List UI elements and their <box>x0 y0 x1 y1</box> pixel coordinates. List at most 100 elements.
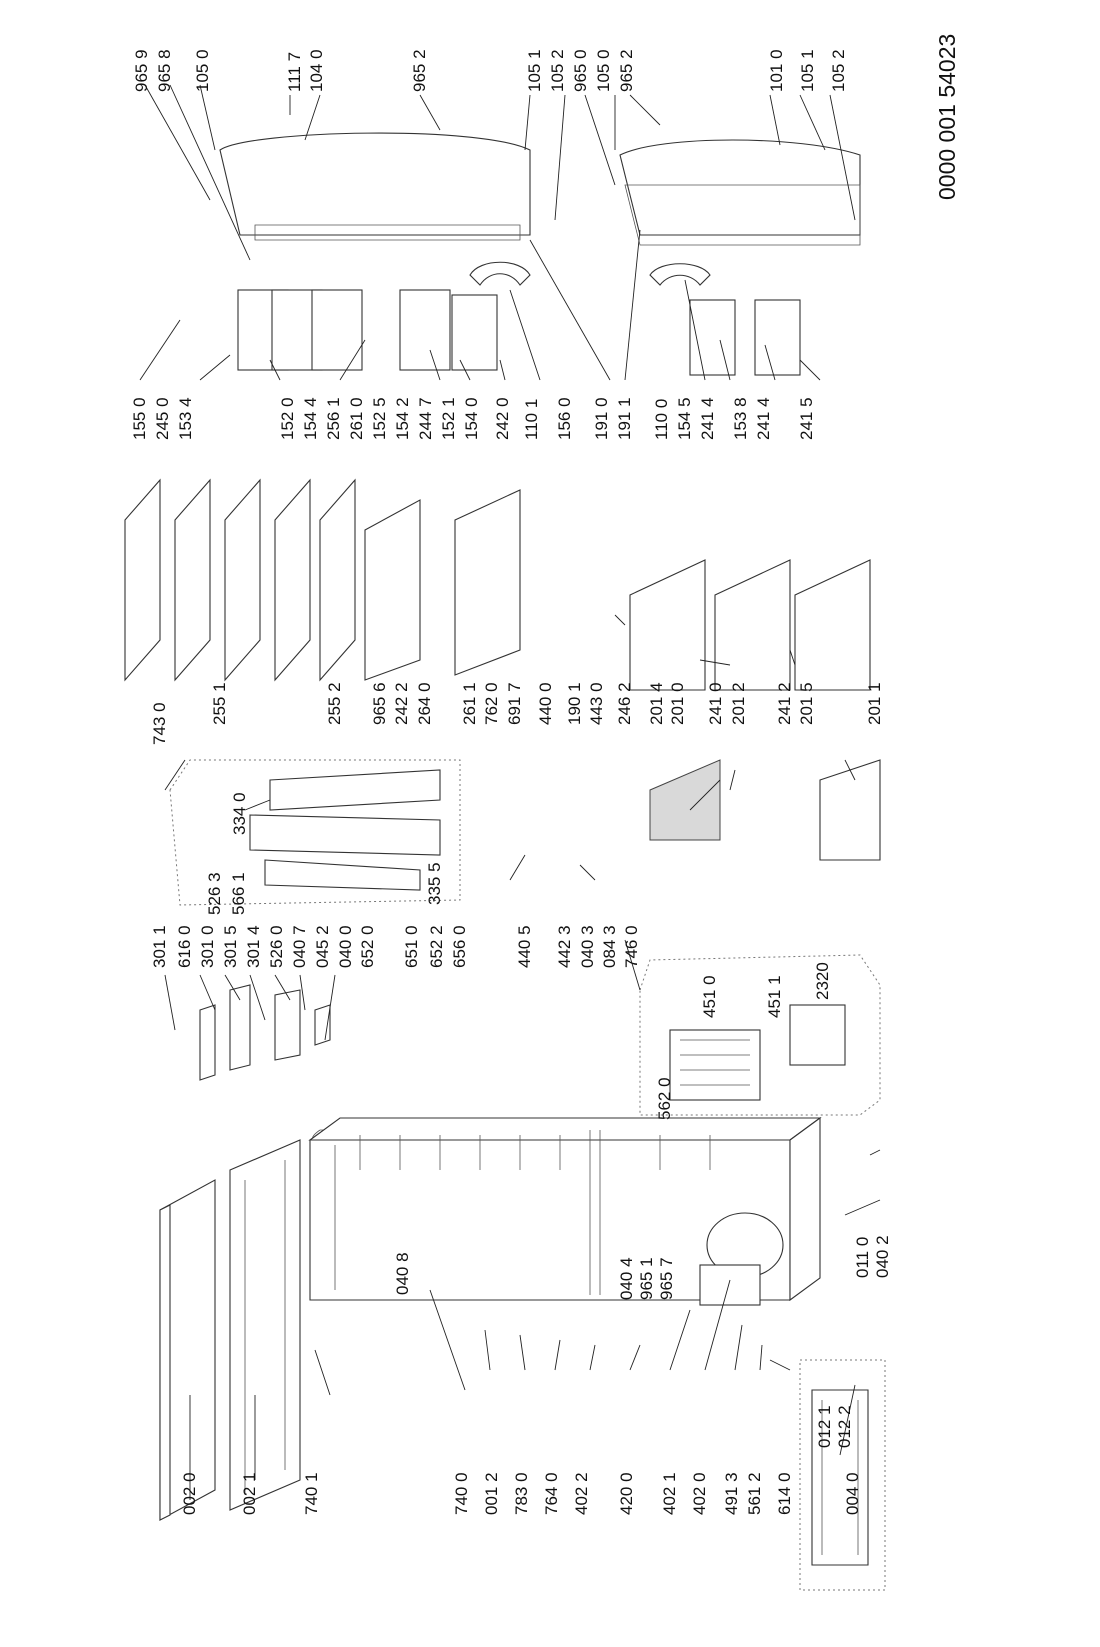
label-451-0: 451 0 <box>700 975 719 1018</box>
label-402-2: 402 2 <box>572 1472 591 1515</box>
label-002-1: 002 1 <box>240 1472 259 1515</box>
label-746-0: 746 0 <box>622 925 641 968</box>
top-cover-inner-part <box>229 1139 301 1511</box>
label-110-0: 110 0 <box>652 399 671 440</box>
label-965-0: 965 0 <box>571 49 590 92</box>
label-154-0: 154 0 <box>462 397 481 440</box>
label-201-1: 201 1 <box>865 682 884 725</box>
label-154-4: 154 4 <box>301 397 320 440</box>
label-965-7: 965 7 <box>657 1257 676 1300</box>
label-152-0: 152 0 <box>278 397 297 440</box>
label-561-2: 561 2 <box>745 1472 764 1515</box>
fridge-door-part <box>219 132 531 241</box>
label-154-2: 154 2 <box>393 397 412 440</box>
label-965-2: 965 2 <box>410 49 429 92</box>
label-451-1: 451 1 <box>765 975 784 1018</box>
label-246-2: 246 2 <box>615 682 634 725</box>
label-040-8: 040 8 <box>393 1252 412 1295</box>
label-614-0: 614 0 <box>775 1472 794 1515</box>
label-743-0: 743 0 <box>150 702 169 745</box>
label-562-0: 562 0 <box>655 1077 674 1120</box>
label-152-1: 152 1 <box>439 397 458 440</box>
label-241-2: 241 2 <box>775 682 794 725</box>
glass-shelves-part <box>124 478 356 682</box>
label-526-3: 526 3 <box>205 872 224 915</box>
part-labels: 002 0 002 1 740 1 740 0 001 2 783 0 764 … <box>130 34 960 1515</box>
control-panel-part <box>199 984 331 1081</box>
label-762-0: 762 0 <box>482 682 501 725</box>
label-652-0: 652 0 <box>358 925 377 968</box>
label-104-0: 104 0 <box>307 49 326 92</box>
label-691-7: 691 7 <box>505 682 524 725</box>
label-256-1: 256 1 <box>324 397 343 440</box>
label-084-3: 084 3 <box>600 925 619 968</box>
label-420-0: 420 0 <box>617 1472 636 1515</box>
label-201-0: 201 0 <box>668 682 687 725</box>
label-783-0: 783 0 <box>512 1472 531 1515</box>
cabinet-body-part <box>308 1116 822 1302</box>
label-001-2: 001 2 <box>482 1472 501 1515</box>
label-040-0: 040 0 <box>336 925 355 968</box>
label-002-0: 002 0 <box>180 1472 199 1515</box>
label-241-4: 241 4 <box>698 397 717 440</box>
label-004-0: 004 0 <box>843 1472 862 1515</box>
label-2320: 2320 <box>813 962 832 1000</box>
compressor-part <box>699 1212 784 1306</box>
label-244-7: 244 7 <box>416 397 435 440</box>
label-241-5: 241 5 <box>797 397 816 440</box>
label-491-3: 491 3 <box>722 1472 741 1515</box>
label-261-0: 261 0 <box>347 397 366 440</box>
label-440-5: 440 5 <box>515 925 534 968</box>
leader-lines <box>139 84 881 1500</box>
label-335-5: 335 5 <box>425 862 444 905</box>
document-number: 0000 001 54023 <box>934 34 960 200</box>
label-443-0: 443 0 <box>587 682 606 725</box>
label-045-2: 045 2 <box>313 925 332 968</box>
label-245-0: 245 0 <box>153 397 172 440</box>
label-152-5: 152 5 <box>370 397 389 440</box>
label-153-4: 153 4 <box>176 397 195 440</box>
label-242-0: 242 0 <box>493 397 512 440</box>
label-105-2-b: 105 2 <box>829 49 848 92</box>
label-105-1-b: 105 1 <box>798 49 817 92</box>
label-201-5: 201 5 <box>797 682 816 725</box>
label-965-8: 965 8 <box>155 49 174 92</box>
crisper-part <box>364 489 521 681</box>
air-duct-group <box>169 759 461 906</box>
label-241-0: 241 0 <box>706 682 725 725</box>
label-965-6: 965 6 <box>370 682 389 725</box>
label-264-0: 264 0 <box>415 682 434 725</box>
label-261-1: 261 1 <box>460 682 479 725</box>
label-012-2: 012 2 <box>835 1405 854 1448</box>
label-155-0: 155 0 <box>130 397 149 440</box>
freezer-door-part <box>619 139 861 246</box>
label-105-0-b: 105 0 <box>594 49 613 92</box>
label-334-0: 334 0 <box>230 792 249 835</box>
label-301-0: 301 0 <box>198 925 217 968</box>
label-011-0: 011 0 <box>853 1237 872 1278</box>
label-255-1: 255 1 <box>210 682 229 725</box>
label-740-0: 740 0 <box>452 1472 471 1515</box>
label-301-4: 301 4 <box>244 925 263 968</box>
label-191-0: 191 0 <box>592 397 611 440</box>
label-764-0: 764 0 <box>542 1472 561 1515</box>
label-191-1: 191 1 <box>615 397 634 440</box>
label-965-1: 965 1 <box>637 1257 656 1300</box>
label-566-1: 566 1 <box>229 872 248 915</box>
label-201-2: 201 2 <box>729 682 748 725</box>
label-040-7: 040 7 <box>290 925 309 968</box>
label-153-8: 153 8 <box>731 397 750 440</box>
label-301-1: 301 1 <box>150 925 169 968</box>
label-740-1: 740 1 <box>302 1472 321 1515</box>
top-cover-part <box>159 1179 216 1521</box>
label-255-2: 255 2 <box>325 682 344 725</box>
label-656-0: 656 0 <box>450 925 469 968</box>
label-402-0: 402 0 <box>690 1472 709 1515</box>
door-balconies-part <box>237 289 801 376</box>
label-154-5: 154 5 <box>675 397 694 440</box>
label-190-1: 190 1 <box>565 682 584 725</box>
label-301-5: 301 5 <box>221 925 240 968</box>
label-242-2: 242 2 <box>392 682 411 725</box>
